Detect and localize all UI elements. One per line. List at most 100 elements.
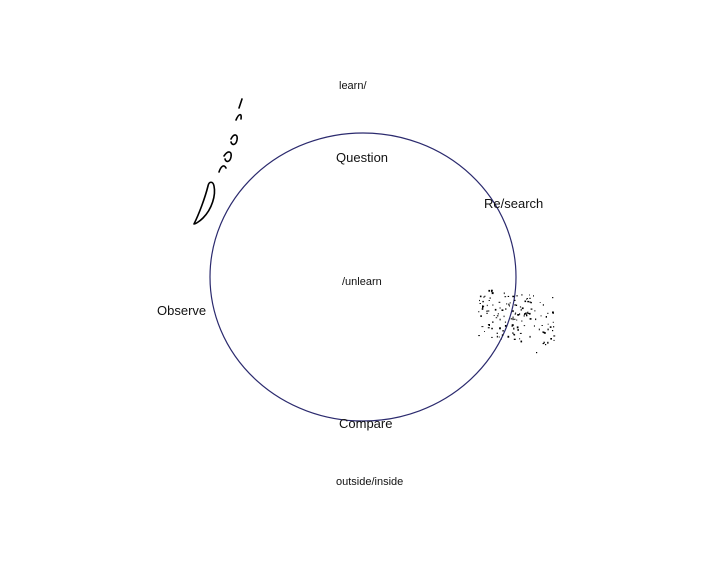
speckle-dot bbox=[491, 336, 493, 338]
speckle-dot bbox=[511, 325, 514, 327]
speckle-dot bbox=[488, 324, 490, 326]
speckle-dot bbox=[547, 328, 549, 331]
node-research: Re/search bbox=[484, 196, 544, 211]
speckle-dot bbox=[491, 289, 493, 292]
bottom-label: outside/inside bbox=[336, 476, 404, 488]
speckle-dot bbox=[552, 311, 554, 314]
speckle-dot bbox=[499, 318, 501, 321]
speckle-dot bbox=[553, 326, 555, 328]
speckle-dot bbox=[540, 315, 542, 317]
speckle-dot bbox=[529, 335, 531, 338]
speckle-dot bbox=[509, 302, 511, 304]
speckle-dot bbox=[536, 352, 538, 354]
speckle-dot bbox=[517, 314, 520, 316]
speckle-dot bbox=[527, 300, 530, 303]
speckle-dot bbox=[552, 321, 554, 323]
speckle-dot bbox=[547, 312, 549, 314]
speckle-dot bbox=[513, 333, 515, 335]
speckle-dot bbox=[516, 326, 519, 329]
speckle-dot bbox=[520, 309, 522, 311]
speckle-dot bbox=[539, 302, 541, 303]
speckle-dot bbox=[507, 295, 510, 297]
speckle-dot bbox=[528, 312, 531, 315]
speckle-dot bbox=[513, 327, 515, 330]
speckle-dot bbox=[483, 296, 485, 298]
speckle-dot bbox=[513, 318, 516, 320]
speckle-dot bbox=[495, 317, 498, 319]
speckle-dot bbox=[509, 305, 510, 307]
speckle-dot bbox=[542, 343, 545, 345]
speckle-dot bbox=[547, 341, 549, 344]
speckle-dot bbox=[493, 315, 495, 316]
speckle-dot bbox=[529, 294, 530, 296]
speckle-dot bbox=[552, 312, 554, 314]
speckle-dot bbox=[480, 315, 482, 317]
speckle-dot bbox=[501, 338, 502, 340]
speckle-dot bbox=[520, 340, 523, 343]
speckle-dot bbox=[543, 341, 545, 344]
speckle-dot bbox=[525, 312, 527, 314]
speckle-dot bbox=[503, 315, 505, 318]
speckle-dot bbox=[504, 296, 507, 298]
speckle-dot bbox=[542, 304, 544, 306]
speckle-dot bbox=[479, 303, 481, 304]
speckle-dot bbox=[513, 338, 516, 340]
speckle-dot bbox=[519, 306, 522, 308]
speckle-dot bbox=[512, 310, 514, 313]
speckle-dot bbox=[524, 313, 526, 315]
speckle-dot bbox=[478, 335, 480, 337]
speckle-dot bbox=[510, 318, 513, 320]
speckle-dot bbox=[504, 321, 506, 323]
speckle-dot bbox=[527, 313, 530, 314]
speckle-dot bbox=[534, 310, 536, 312]
speckle-dot bbox=[497, 313, 499, 315]
speckle-dot bbox=[519, 332, 522, 334]
speckle-dot bbox=[484, 331, 485, 332]
speckle-dot bbox=[491, 292, 494, 295]
speckle-dot bbox=[489, 297, 491, 299]
speckle-dot bbox=[508, 303, 510, 306]
speckle-dot bbox=[527, 311, 529, 314]
speckle-dot bbox=[552, 330, 554, 332]
speckle-dot bbox=[516, 319, 518, 321]
speckle-dot bbox=[481, 326, 484, 328]
speckle-dot bbox=[525, 312, 527, 315]
speckle-dot bbox=[553, 339, 555, 341]
speckle-dot bbox=[550, 338, 552, 340]
speckle-dot bbox=[505, 308, 507, 310]
speckle-dot bbox=[515, 312, 517, 315]
speckle-dot bbox=[512, 332, 514, 334]
speckle-dot bbox=[544, 332, 546, 334]
speckle-dot bbox=[499, 327, 501, 330]
cycle-circle bbox=[209, 132, 517, 422]
speckle-dot bbox=[538, 328, 540, 331]
speckle-dot bbox=[507, 335, 510, 338]
speckle-dot bbox=[486, 304, 488, 307]
speckle-dot bbox=[552, 297, 554, 299]
speckle-dot bbox=[492, 321, 494, 323]
speckle-dot bbox=[514, 299, 516, 301]
speckle-dot bbox=[530, 308, 533, 310]
speckle-dot bbox=[535, 318, 537, 321]
speckle-dot bbox=[521, 320, 523, 322]
speckle-dot bbox=[478, 311, 480, 313]
speckle-dot bbox=[512, 295, 515, 298]
speckle-dot bbox=[513, 334, 516, 336]
speckle-dot bbox=[486, 312, 488, 314]
speckle-dot bbox=[545, 316, 547, 318]
draw-scribble-mark bbox=[193, 98, 243, 225]
speckle-dot bbox=[496, 315, 499, 317]
speckle-dot bbox=[479, 295, 482, 298]
speckle-dot bbox=[549, 326, 552, 328]
speckle-dot bbox=[496, 332, 498, 334]
speckle-dot bbox=[486, 310, 488, 312]
speckle-dot bbox=[501, 334, 504, 336]
speckle-dot bbox=[530, 301, 532, 304]
speckle-dot bbox=[521, 307, 524, 310]
speckle-dot bbox=[514, 304, 516, 306]
speckle-dot bbox=[481, 308, 484, 310]
speckle-dot bbox=[482, 305, 484, 308]
speckle-dot bbox=[526, 298, 528, 300]
speckle-dot bbox=[523, 314, 525, 317]
